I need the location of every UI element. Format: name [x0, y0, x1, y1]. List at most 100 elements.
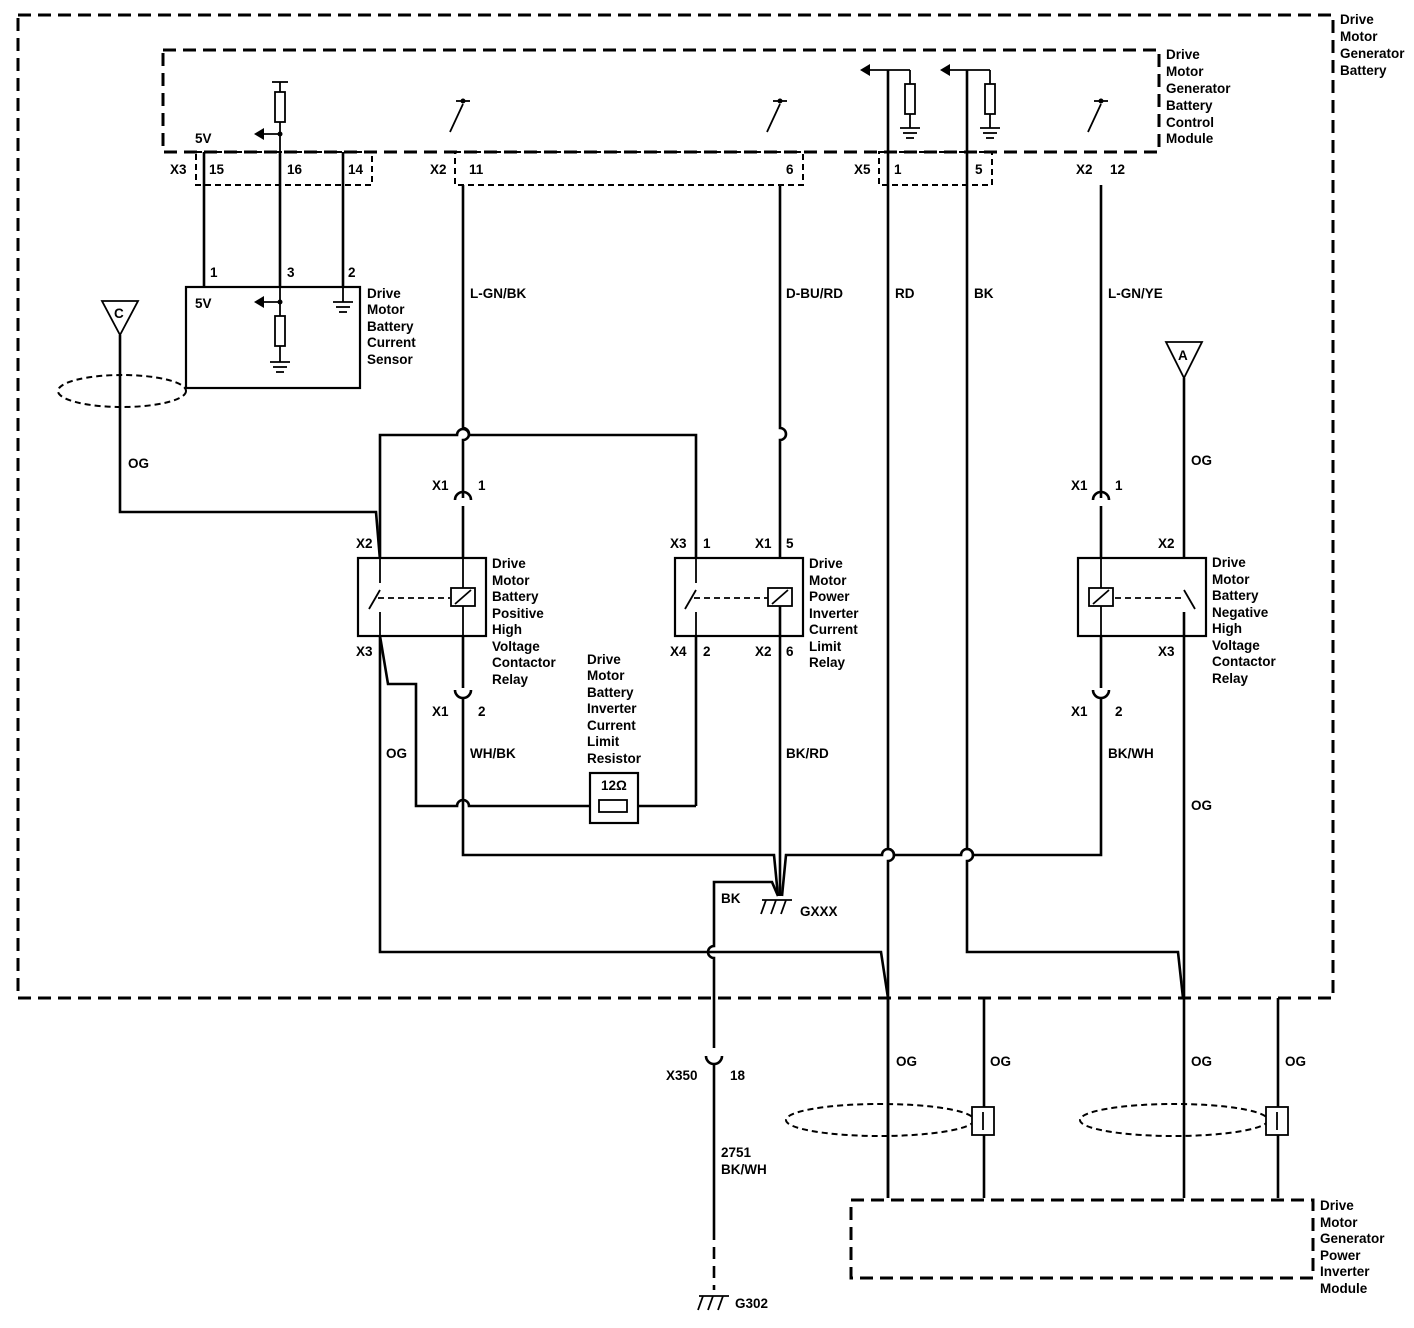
- positive-relay-coil-icon: [450, 558, 476, 636]
- neg-x1-top-connector-icon: [1091, 490, 1111, 501]
- current-sensor-label: Drive Motor Battery Current Sensor: [367, 286, 416, 367]
- svg-text:High: High: [1212, 621, 1242, 636]
- x5-pin-1: 1: [894, 162, 902, 177]
- wire-bk-wh-g302-label: BK/WH: [721, 1162, 767, 1177]
- sensor-shield-icon: [57, 374, 187, 408]
- svg-text:Battery: Battery: [367, 319, 414, 334]
- svg-text:Inverter: Inverter: [1320, 1264, 1370, 1279]
- svg-text:Drive: Drive: [1212, 555, 1246, 570]
- pw-x2-pin: 6: [786, 644, 794, 659]
- svg-text:Current: Current: [367, 335, 416, 350]
- svg-text:Battery: Battery: [492, 589, 539, 604]
- svg-text:Motor: Motor: [1166, 64, 1204, 79]
- control-module-label: Drive Motor Generator Battery Control Mo…: [1166, 47, 1231, 146]
- wire-dbu-rd-label: D-BU/RD: [786, 286, 843, 301]
- wire-lgn-ye-label: L-GN/YE: [1108, 286, 1163, 301]
- control-module-boundary: [161, 48, 1161, 154]
- svg-text:Drive: Drive: [1320, 1198, 1354, 1213]
- module-switch-12-icon: [1087, 98, 1108, 133]
- svg-text:Drive: Drive: [492, 556, 526, 571]
- wire-bk-rd-label: BK/RD: [786, 746, 829, 761]
- wire-bk-ground-label: BK: [721, 891, 741, 906]
- pos-x1-bot-pin: 2: [478, 704, 486, 719]
- sensor-pin-1: 1: [210, 265, 218, 280]
- pw-x4-pin: 2: [703, 644, 711, 659]
- svg-text:Generator: Generator: [1320, 1231, 1385, 1246]
- inverter-module-label: Drive Motor Generator Power Inverter Mod…: [1320, 1198, 1385, 1296]
- x5-connector-box: [878, 151, 993, 186]
- sensor-pin-3: 3: [287, 265, 295, 280]
- pw-x1-label: X1: [755, 536, 772, 551]
- sensor-pin-2: 2: [348, 265, 356, 280]
- pos-x2-label: X2: [356, 536, 373, 551]
- pw-x1-pin: 5: [786, 536, 794, 551]
- svg-text:Limit: Limit: [587, 734, 620, 749]
- power-relay-switch-icon: [684, 558, 768, 636]
- neg-x3-label: X3: [1158, 644, 1175, 659]
- x350-pin: 18: [730, 1068, 746, 1083]
- wire-dbu-rd: [778, 185, 788, 560]
- svg-text:Negative: Negative: [1212, 605, 1269, 620]
- limit-resistor-icon: [598, 799, 628, 813]
- limit-resistor-label: Drive Motor Battery Inverter Current Lim…: [587, 652, 642, 766]
- x3-label: X3: [170, 162, 187, 177]
- svg-text:Battery: Battery: [587, 685, 634, 700]
- x3-pin-15: 15: [209, 162, 225, 177]
- x5-pin-5: 5: [975, 162, 983, 177]
- limit-resistor-value: 12Ω: [601, 778, 627, 793]
- wire-relay-interconnect: [378, 427, 698, 560]
- x2-pin-12: 12: [1110, 162, 1125, 177]
- svg-text:Motor: Motor: [587, 668, 625, 683]
- x2-pin-6: 6: [786, 162, 794, 177]
- x3-connector-box: [195, 151, 373, 186]
- neg-x2-label: X2: [1158, 536, 1175, 551]
- ground-g302-icon: [697, 1295, 729, 1311]
- wire-og-pos-feed: [378, 636, 890, 999]
- neg-x1-top-pin: 1: [1115, 478, 1123, 493]
- module-voltage-sense-5-icon: [940, 64, 1000, 139]
- svg-text:C: C: [114, 306, 124, 321]
- inverter-shield-2-icon: [1079, 1103, 1269, 1137]
- x2-right-label: X2: [1076, 162, 1093, 177]
- svg-text:Drive: Drive: [367, 286, 401, 301]
- wire-bk: [965, 70, 1185, 999]
- pos-x1-top-label: X1: [432, 478, 449, 493]
- svg-text:Resistor: Resistor: [587, 751, 642, 766]
- x2-connector-box: [454, 151, 804, 186]
- limit-resistor-box: [588, 771, 640, 825]
- svg-text:Current: Current: [587, 718, 636, 733]
- neg-x1-top-label: X1: [1071, 478, 1088, 493]
- module-voltage-sense-1-icon: [860, 64, 920, 139]
- svg-text:Inverter: Inverter: [587, 701, 637, 716]
- svg-text:Limit: Limit: [809, 639, 842, 654]
- pos-x1-bot-label: X1: [432, 704, 449, 719]
- svg-text:Drive: Drive: [1340, 12, 1374, 27]
- wire-og-sensor: [118, 335, 382, 561]
- wire-og-pos: [378, 635, 592, 808]
- svg-text:Inverter: Inverter: [809, 606, 859, 621]
- wire-og-inv4-label: OG: [1285, 1054, 1306, 1069]
- pw-x3-label: X3: [670, 536, 687, 551]
- svg-text:Positive: Positive: [492, 606, 544, 621]
- x350-connector-icon: [704, 1055, 724, 1066]
- svg-text:Sensor: Sensor: [367, 352, 414, 367]
- module-switch-11-icon: [449, 98, 470, 133]
- wire-bk-label: BK: [974, 286, 994, 301]
- svg-text:Motor: Motor: [1212, 572, 1250, 587]
- svg-text:Motor: Motor: [1340, 29, 1378, 44]
- positive-relay-label: Drive Motor Battery Positive High Voltag…: [492, 556, 556, 687]
- ground-gxxx-label: GXXX: [800, 904, 838, 919]
- wire-lgn-bk-label: L-GN/BK: [470, 286, 526, 301]
- wire-og-neg-label: OG: [1191, 798, 1212, 813]
- wire-bk-wh-neg-label: BK/WH: [1108, 746, 1154, 761]
- negative-relay-switch-icon: [1115, 589, 1196, 610]
- pos-x1-bot-connector-icon: [453, 689, 473, 700]
- svg-text:Generator: Generator: [1340, 46, 1405, 61]
- module-switch-6-icon: [766, 98, 787, 133]
- sensor-5v-label: 5V: [195, 296, 212, 311]
- pw-x2-label: X2: [755, 644, 772, 659]
- pos-x1-top-connector-icon: [453, 490, 473, 501]
- pos-x3-label: X3: [356, 644, 373, 659]
- power-relay-label: Drive Motor Power Inverter Current Limit…: [809, 556, 859, 670]
